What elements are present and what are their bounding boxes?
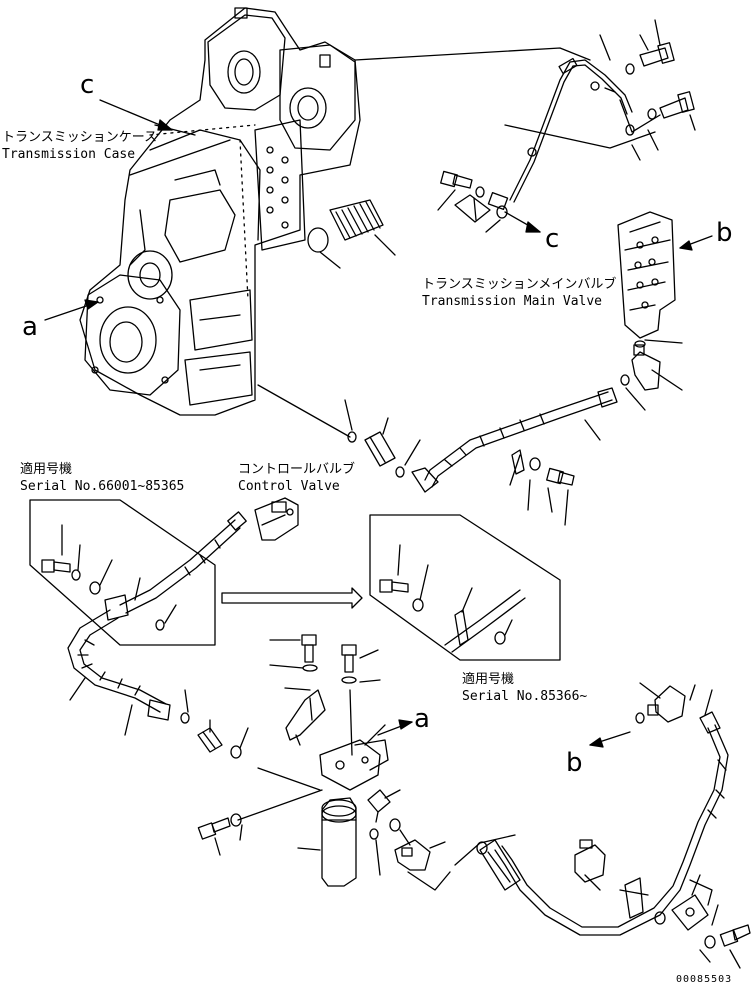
ref-b-lower: b [566,748,583,778]
main-hose [411,387,618,493]
inset-a-frame [29,499,216,646]
leader [599,19,661,93]
bolts-top-right [625,42,695,136]
control-valve-jp-label: コントロールバルブ [238,462,356,477]
bracket-lower [624,877,751,949]
leader [297,847,321,851]
arrow-a-filter [377,719,413,736]
arrow-c-bolt [504,211,541,233]
leader [309,689,353,756]
leader [184,689,249,749]
transmission-case-jp-label: トランスミッションケース [2,130,158,145]
arrow-b-lower [589,731,631,748]
ref-a-filter: a [414,704,430,734]
leader [527,479,569,526]
oring-lower [476,841,488,855]
leader [61,524,177,624]
leader [374,234,396,256]
leader [504,124,656,149]
ref-b-valve: b [716,218,733,248]
arrow-b-valve [679,235,713,251]
leader [319,251,341,269]
leader [214,789,323,856]
oil-filter [321,797,357,887]
right-hose [479,711,729,936]
filter-head [285,689,389,791]
leader [69,677,133,736]
main-valve-jp-label: トランスミッションメインバルブ [422,277,617,292]
leader [437,189,501,233]
strainer [307,199,384,253]
hose-clamp-top [511,449,575,486]
ref-c-case: c [80,70,95,100]
bracket-outline [454,194,491,223]
elbow-lower [394,839,431,871]
leader [257,384,351,438]
control-valve [254,497,299,541]
arrow-c-case [99,99,173,131]
leader [454,834,516,866]
elbow-right [635,685,686,724]
serial-b-en-label: Serial No.85366~ [462,689,588,704]
leader [639,682,713,716]
lower-fittings [180,712,242,759]
leader [407,871,451,891]
ref-c-bolt: c [545,224,560,254]
transmission-case-en-label: Transmission Case [2,147,136,162]
arrow-a-case [44,299,99,321]
transmission-main-valve [617,211,676,339]
inset-a-hose [104,511,247,621]
ref-a-case: a [22,312,38,342]
inset-a-bolts [41,559,165,631]
serial-a-en-label: Serial No.66001~85365 [20,479,185,494]
leader [619,874,741,969]
adapter-fitting [347,431,405,478]
leader [375,789,401,876]
inset-b-detail [379,579,526,653]
arrow-transition [221,587,363,609]
filter-head-bolts [301,634,357,684]
leader [257,767,321,791]
main-valve-en-label: Transmission Main Valve [422,294,603,309]
control-valve-en-label: Control Valve [238,479,340,494]
leader [364,724,386,746]
serial-a-jp-label: 適用号機 [20,462,73,477]
leader [354,47,591,61]
elbow-fitting-top [620,340,661,391]
solenoid-block [574,839,606,891]
drawing-number: 00085503 [676,974,733,985]
filter-mount-bolt [197,813,242,840]
leader [397,544,513,636]
leader [399,829,411,846]
leader [631,114,696,161]
bolt-middle [440,170,508,219]
leader [625,339,683,411]
lube-pipe [487,57,633,211]
sensor-fitting [367,789,401,840]
transmission-case [79,7,361,416]
serial-b-jp-label: 適用号機 [462,672,515,687]
leader [344,399,421,466]
inset-b-frame [369,514,561,661]
lower-hose [67,609,171,721]
leader [269,639,381,691]
leader [429,841,446,849]
leader [619,99,661,133]
